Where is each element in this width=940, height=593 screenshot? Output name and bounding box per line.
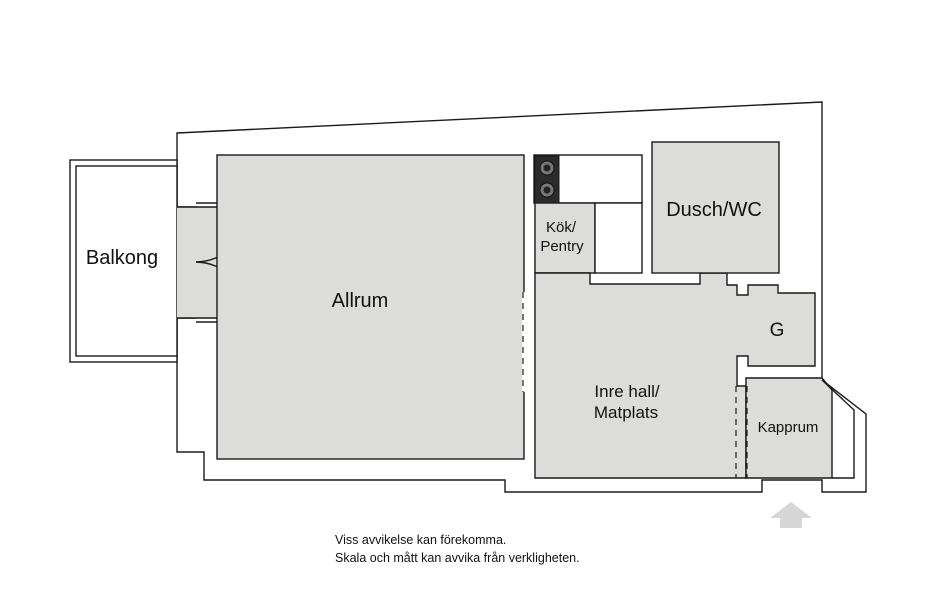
room-label-hall-1: Inre hall/ (594, 382, 659, 401)
living-room: Allrum (216, 154, 525, 460)
inner-hall: Inre hall/ Matplats (534, 272, 816, 479)
disclaimer-line-1: Viss avvikelse kan förekomma. (335, 533, 507, 547)
balcony: Balkong (69, 159, 178, 363)
room-label-living: Allrum (332, 290, 389, 312)
wardrobe: G (770, 320, 785, 341)
disclaimer-line-2: Skala och mått kan avvika från verklighe… (335, 551, 580, 565)
room-label-wardrobe: G (770, 320, 785, 341)
cloakroom: Kapprum (735, 377, 833, 479)
bathroom: Dusch/WC (651, 141, 780, 274)
room-label-cloakroom: Kapprum (758, 419, 819, 436)
entrance-arrow-icon[interactable] (770, 502, 812, 528)
inner-wall-right (821, 379, 855, 479)
room-label-hall-2: Matplats (594, 403, 658, 422)
room-label-kitchen-2: Pentry (540, 238, 584, 255)
room-label-bathroom: Dusch/WC (666, 199, 762, 221)
stove-burner-icon (539, 160, 555, 198)
kitchen: Kök/ Pentry (533, 154, 643, 274)
room-label-balcony: Balkong (86, 247, 158, 269)
room-label-kitchen-1: Kök/ (546, 219, 577, 236)
